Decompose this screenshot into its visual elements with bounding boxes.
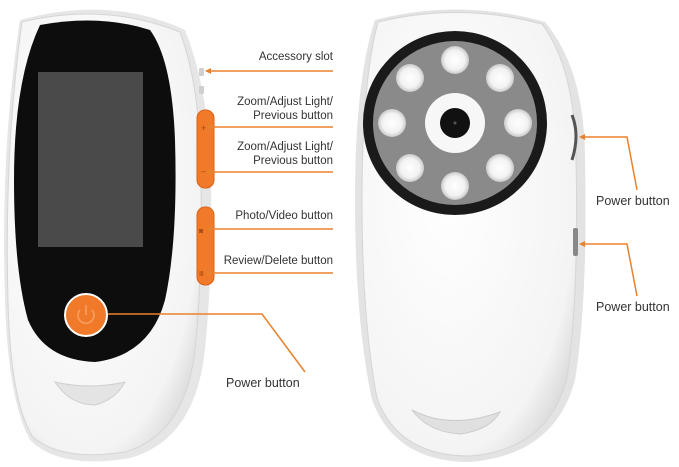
label-front-power-button: Power button bbox=[226, 376, 300, 390]
label-zoom-button-2-line2: Previous button bbox=[253, 155, 333, 167]
front-leader-lines bbox=[108, 70, 333, 373]
camera-icon: ◙ bbox=[199, 228, 203, 235]
label-review-delete-button: Review/Delete button bbox=[223, 255, 333, 267]
label-back-power-button-top: Power button bbox=[596, 194, 670, 208]
front-lanyard-slot bbox=[53, 381, 126, 406]
front-screen bbox=[38, 72, 143, 247]
back-leader-lines bbox=[581, 136, 638, 297]
front-device: + – ◙ Ⅲ bbox=[4, 9, 215, 462]
label-zoom-button-2-line1: Zoom/Adjust Light/ bbox=[237, 141, 333, 153]
plus-icon: + bbox=[201, 123, 206, 133]
label-photo-video-button: Photo/Video button bbox=[235, 210, 333, 222]
back-power-button-top bbox=[570, 114, 578, 161]
front-arrowheads bbox=[205, 68, 212, 276]
label-back-power-button-bottom: Power button bbox=[596, 300, 670, 314]
photo-review-button-pill bbox=[196, 206, 215, 286]
minus-icon: – bbox=[201, 166, 206, 176]
back-lanyard-slot bbox=[411, 409, 502, 435]
power-icon bbox=[77, 305, 95, 325]
back-power-button-bottom bbox=[573, 228, 578, 256]
label-accessory-slot: Accessory slot bbox=[258, 51, 333, 63]
back-arrowheads bbox=[579, 134, 585, 247]
label-zoom-button-1-line1: Zoom/Adjust Light/ bbox=[237, 96, 333, 108]
label-zoom-button-1-line2: Previous button bbox=[253, 110, 333, 122]
zoom-button-pill bbox=[196, 109, 215, 189]
trash-icon: Ⅲ bbox=[199, 271, 204, 278]
back-device bbox=[355, 9, 586, 462]
led-array bbox=[378, 46, 532, 200]
